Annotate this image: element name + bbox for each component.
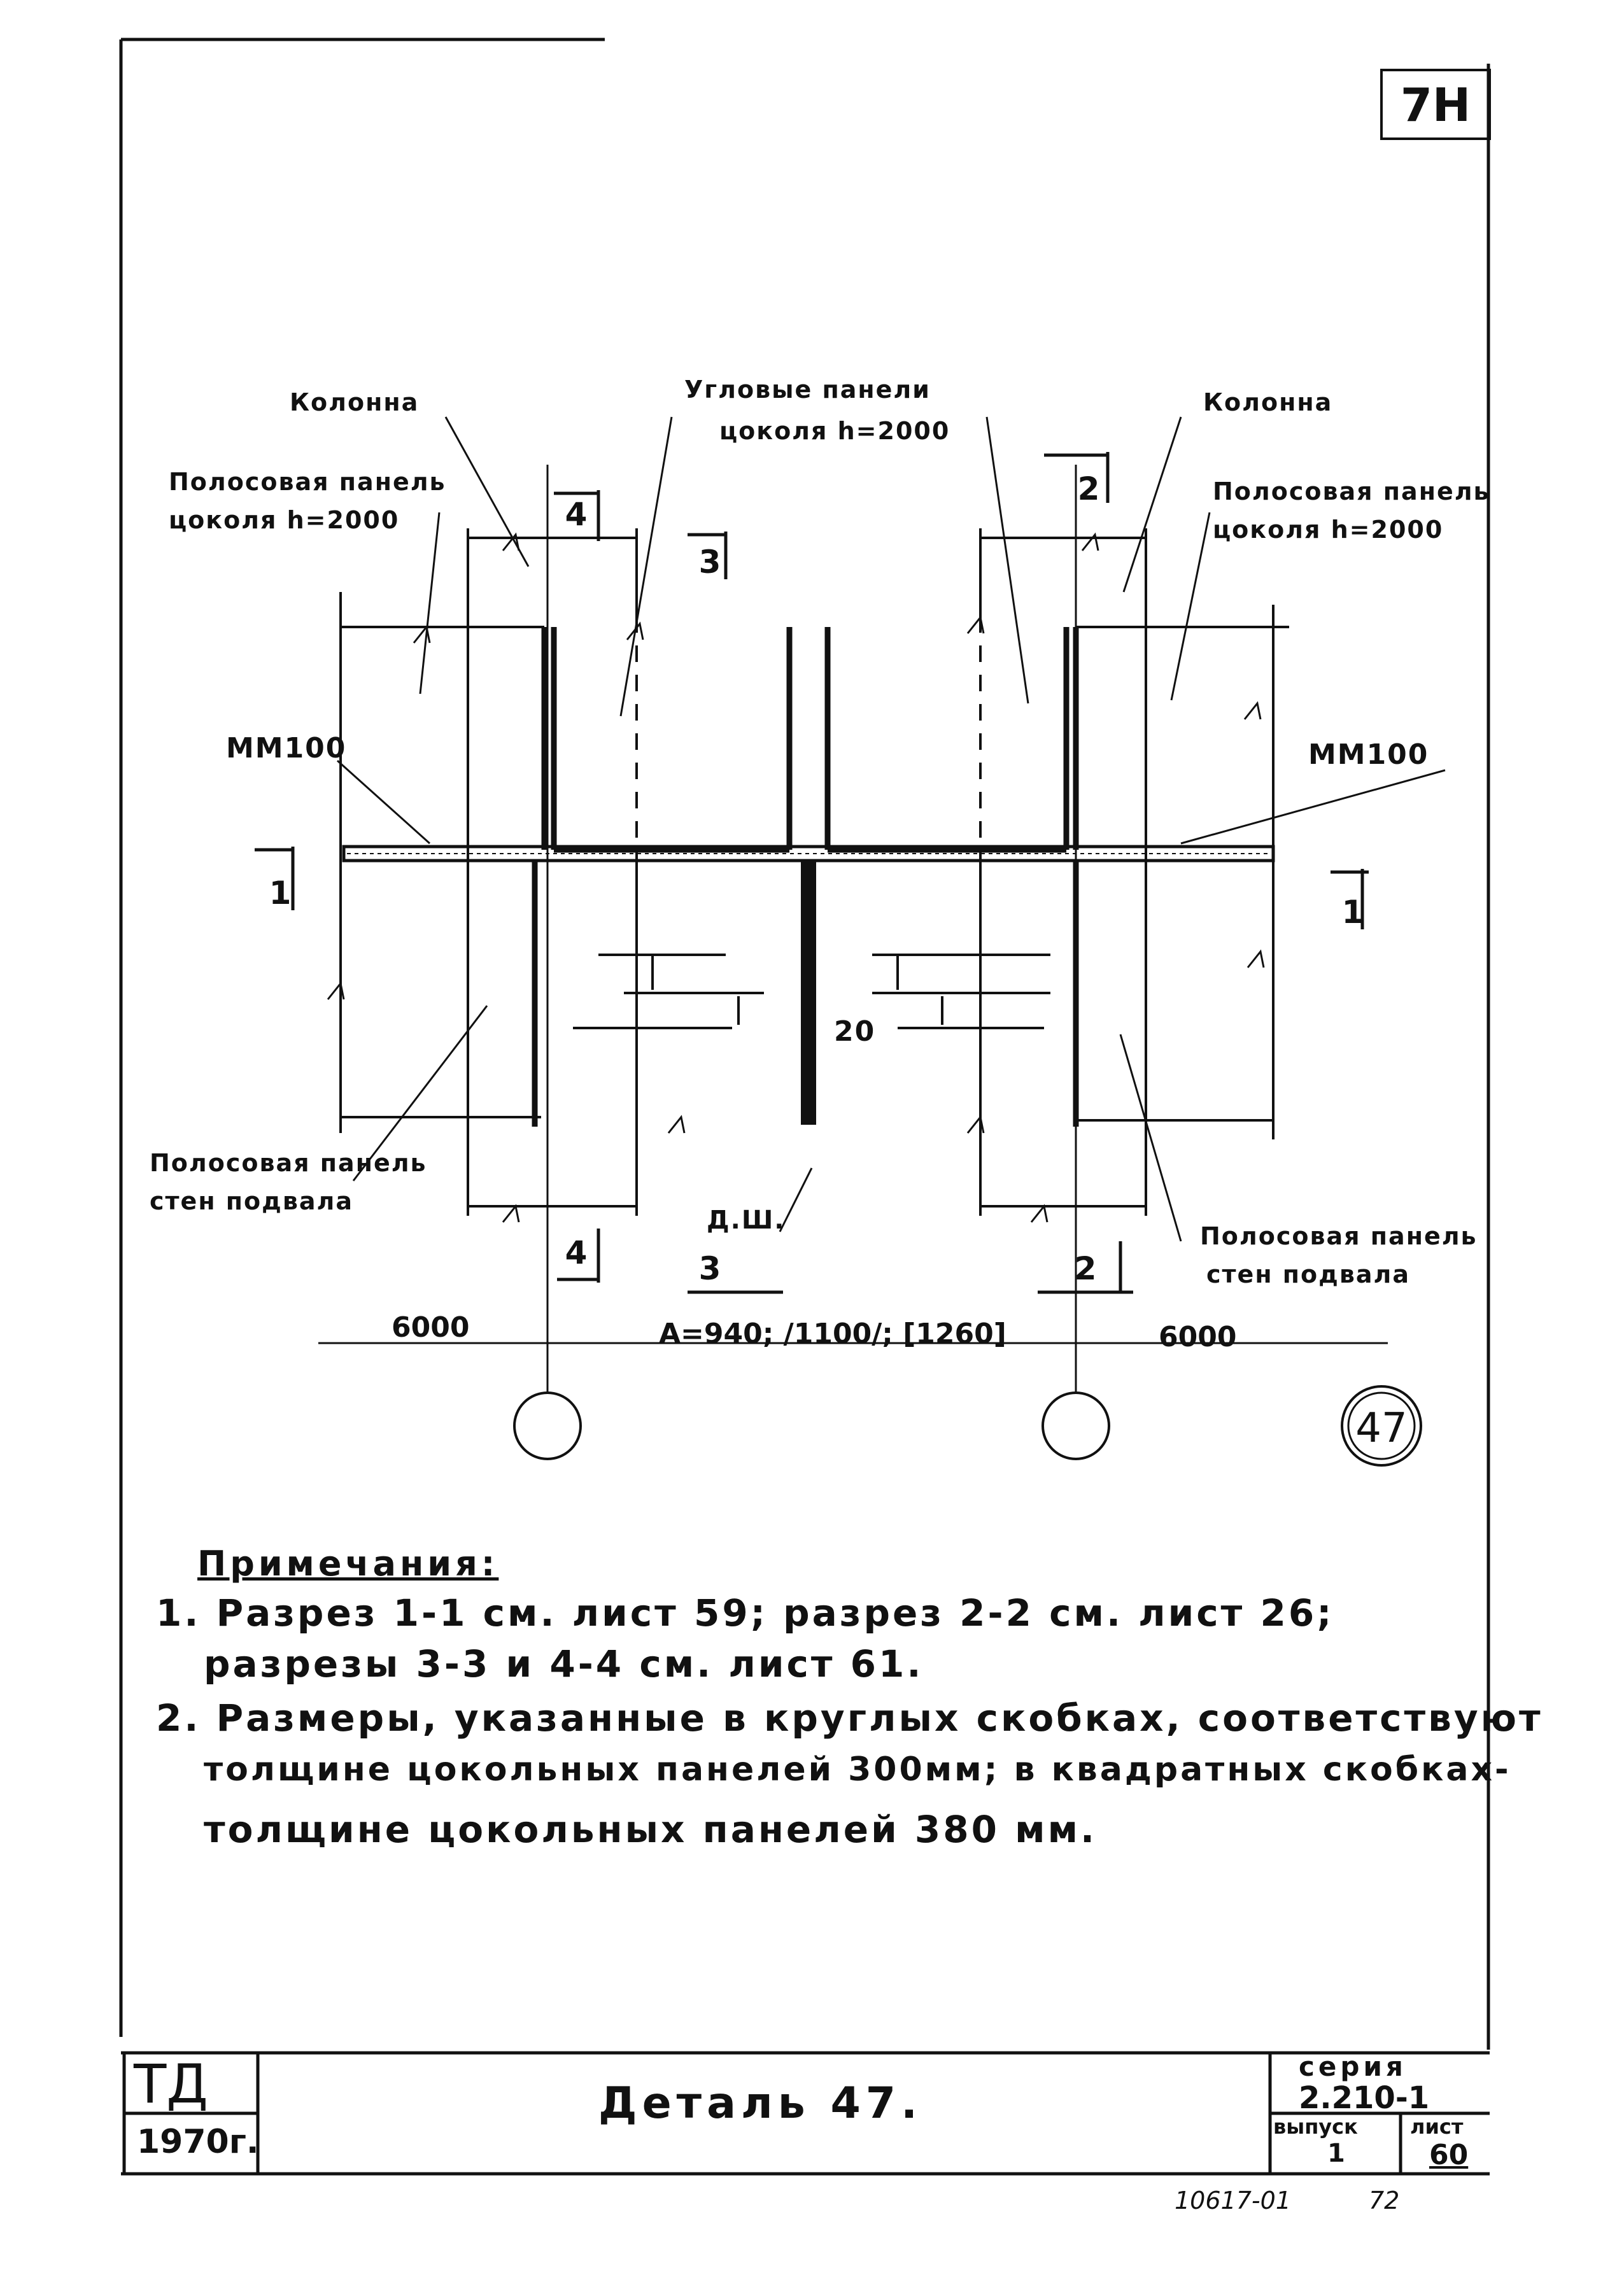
- dim-middle: А=940; /1100/; [1260]: [659, 1318, 1006, 1350]
- leader-lines: [336, 416, 1446, 1242]
- cut-3-bottom: 3: [699, 1250, 721, 1287]
- cut-1-left: 1: [269, 875, 292, 912]
- label-basement-right-1: Полосовая панель: [1200, 1222, 1478, 1250]
- dim-left: 6000: [392, 1311, 469, 1344]
- label-column-left: Колонна: [290, 388, 419, 416]
- label-basement-right-2: стен подвала: [1206, 1260, 1410, 1288]
- note-2-line-1: 2. Размеры, указанные в круглых скобках,…: [156, 1696, 1543, 1740]
- series-label: серия: [1299, 2051, 1407, 2082]
- mm100-band: [342, 845, 1275, 863]
- cut-2-top: 2: [1078, 470, 1100, 507]
- label-gap-20: 20: [834, 1015, 875, 1048]
- label-strip-left-1: Полосовая панель: [169, 468, 446, 496]
- drawing-title: Деталь 47.: [598, 2078, 922, 2129]
- series-value: 2.210-1: [1299, 2080, 1430, 2116]
- sheet-mark: 7Н: [1401, 78, 1471, 132]
- detail-number: 47: [1355, 1405, 1407, 1452]
- section-markers: [255, 452, 1369, 1294]
- title-block-year: 1970г.: [137, 2123, 259, 2161]
- cut-3-top: 3: [699, 544, 721, 581]
- title-block-org: ТД: [134, 2053, 208, 2115]
- label-basement-left-2: стен подвала: [150, 1187, 353, 1215]
- detail-bubble: 47: [1341, 1385, 1422, 1467]
- issue-value: 1: [1327, 2139, 1345, 2168]
- cut-1-right: 1: [1342, 894, 1364, 931]
- label-corner-panels-2: цоколя h=2000: [719, 417, 950, 445]
- label-dsh: Д.Ш.: [707, 1206, 785, 1235]
- cut-4-bottom: 4: [565, 1234, 588, 1271]
- note-2-line-3: толщине цокольных панелей 380 мм.: [204, 1808, 1098, 1851]
- footer-page: 72: [1369, 2187, 1400, 2215]
- label-strip-left-2: цоколя h=2000: [169, 506, 399, 534]
- label-strip-right-2: цоколя h=2000: [1213, 516, 1443, 544]
- central-gap: [801, 861, 816, 1125]
- issue-label: выпуск: [1273, 2115, 1358, 2139]
- cut-4-top: 4: [565, 496, 588, 533]
- label-mm100-right: ММ100: [1308, 738, 1429, 771]
- label-basement-left-1: Полосовая панель: [150, 1149, 427, 1177]
- sheet-label: лист: [1410, 2115, 1464, 2139]
- note-1-line-2: разрезы 3-3 и 4-4 см. лист 61.: [204, 1642, 924, 1686]
- sheet-mark-box: 7Н: [1380, 69, 1491, 140]
- notes-title: Примечания:: [197, 1544, 499, 1584]
- axis-lines: [318, 465, 1388, 1394]
- label-column-right: Колонна: [1203, 388, 1332, 416]
- note-2-line-2: толщине цокольных панелей 300мм; в квадр…: [204, 1750, 1511, 1789]
- axis-bubble-right: [1042, 1391, 1110, 1460]
- cut-2-bottom: 2: [1075, 1250, 1097, 1287]
- sheet-frame: [119, 38, 1490, 2050]
- title-block-frame: [121, 2051, 1490, 2176]
- axis-bubble-left: [513, 1391, 582, 1460]
- label-strip-right-1: Полосовая панель: [1213, 477, 1490, 505]
- hidden-lines: [467, 528, 1147, 1216]
- footer-code: 10617-01: [1175, 2187, 1291, 2215]
- label-corner-panels-1: Угловые панели: [684, 376, 931, 404]
- sheet-value: 60: [1429, 2139, 1469, 2171]
- note-1-line-1: 1. Разрез 1-1 см. лист 59; разрез 2-2 см…: [156, 1591, 1334, 1635]
- dim-right: 6000: [1159, 1321, 1236, 1353]
- wall-fragments: [573, 954, 1050, 1029]
- label-mm100-left: ММ100: [226, 732, 346, 764]
- break-marks: [327, 532, 1265, 1223]
